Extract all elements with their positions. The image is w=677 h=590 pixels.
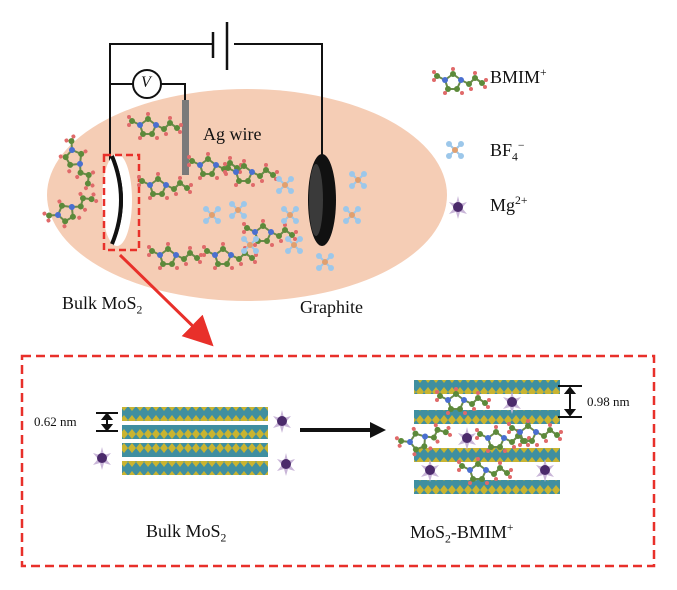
graphite-label: Graphite bbox=[300, 297, 363, 317]
battery-icon bbox=[211, 22, 229, 70]
inset-product-label: MoS2-BMIM+ bbox=[410, 521, 514, 546]
voltmeter-label: V bbox=[141, 74, 151, 91]
voltmeter-icon bbox=[132, 69, 162, 99]
bf4-anion-icon bbox=[445, 140, 465, 160]
circuit-wires bbox=[109, 43, 323, 195]
intercalated-mos2-stack bbox=[392, 380, 564, 494]
zoom-arrow bbox=[118, 253, 214, 347]
spacing-marker-intercalated bbox=[558, 385, 582, 418]
spacing-label-intercalated: 0.98 nm bbox=[587, 394, 630, 409]
electrode-highlight-box bbox=[102, 153, 141, 252]
ag-wire-label: Ag wire bbox=[203, 124, 262, 144]
bulk-mos2-label: Bulk MoS2 bbox=[62, 293, 143, 317]
electrolyte-bath bbox=[47, 89, 447, 301]
legend-bf4-label: BF4− bbox=[490, 139, 525, 164]
arrow-icon bbox=[300, 422, 386, 438]
ag-wire bbox=[182, 100, 189, 175]
mos2-electrode bbox=[102, 154, 132, 246]
spacing-marker-bulk bbox=[96, 412, 118, 432]
mg-ion-icon bbox=[449, 196, 467, 219]
inset-box bbox=[20, 354, 656, 568]
bulk-mos2-stack bbox=[93, 407, 295, 476]
spacing-label-bulk: 0.62 nm bbox=[34, 414, 77, 429]
bmim-molecule-icon bbox=[431, 66, 489, 96]
inset-bulk-label: Bulk MoS2 bbox=[146, 521, 227, 545]
legend-bmim-label: BMIM+ bbox=[490, 66, 547, 87]
legend-mg-label: Mg2+ bbox=[490, 194, 528, 215]
graphite-electrode bbox=[308, 154, 336, 246]
